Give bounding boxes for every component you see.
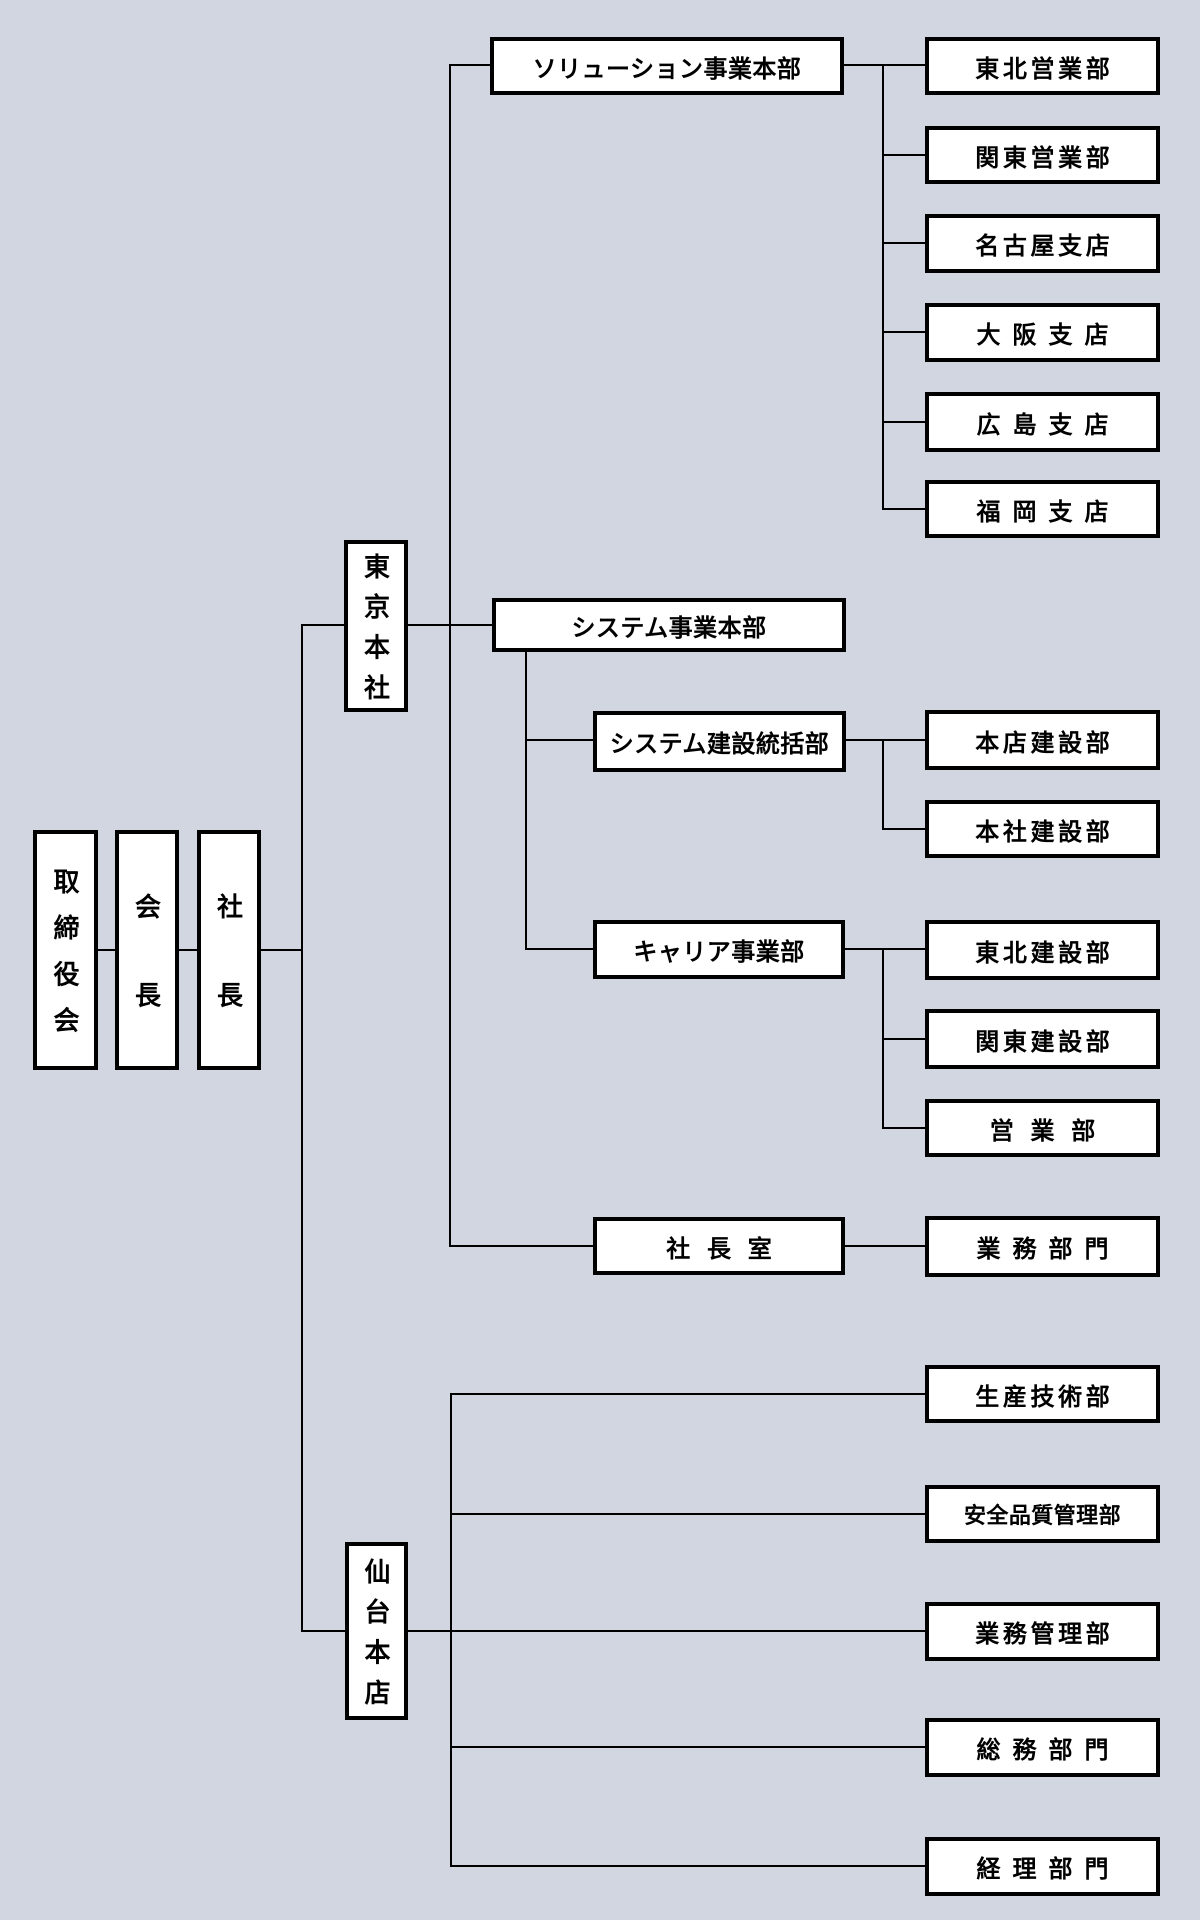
node-tokyo-head-office: 東京本社 [344, 540, 408, 714]
node-honten-construction-dept: 本店建設部 [925, 710, 1160, 770]
node-president: 社長 [197, 830, 261, 1070]
node-somu-bumon: 総務部門 [925, 1718, 1160, 1777]
connector-line [882, 739, 884, 830]
connector-line [882, 154, 925, 156]
connector-line [844, 64, 925, 66]
node-fukuoka-branch: 福岡支店 [925, 480, 1160, 538]
connector-line [449, 64, 490, 66]
connector-line [301, 624, 344, 626]
connector-line [844, 739, 925, 741]
connector-line [261, 949, 303, 951]
connector-line [882, 508, 925, 510]
node-gyomu-bumon: 業務部門 [925, 1216, 1160, 1277]
node-keiri-bumon: 経理部門 [925, 1837, 1160, 1896]
connector-line [179, 949, 197, 951]
connector-line [449, 64, 451, 1247]
connector-line [301, 1630, 345, 1632]
node-seisan-gijutsu-dept: 生産技術部 [925, 1365, 1160, 1423]
connector-line [882, 421, 925, 423]
connector-line [525, 650, 527, 950]
connector-line [843, 1245, 925, 1247]
connector-line [450, 1746, 925, 1748]
node-hiroshima-branch: 広島支店 [925, 392, 1160, 452]
connector-line [843, 948, 925, 950]
node-tohoku-sales-dept: 東北営業部 [925, 37, 1160, 95]
node-tohoku-construction-dept: 東北建設部 [925, 920, 1160, 980]
node-sendai-head-branch: 仙台本店 [345, 1542, 408, 1720]
connector-line [882, 242, 925, 244]
connector-line [882, 1127, 925, 1129]
node-chairman: 会長 [115, 830, 179, 1070]
connector-line [301, 624, 303, 1632]
connector-line [882, 64, 884, 510]
node-solution-division: ソリューション事業本部 [490, 37, 844, 95]
connector-line [525, 739, 593, 741]
connector-line [525, 948, 593, 950]
connector-line [450, 1393, 452, 1867]
node-system-construction-control-dept: システム建設統括部 [593, 711, 846, 772]
node-president-office: 社長室 [593, 1217, 845, 1275]
node-system-division: システム事業本部 [492, 598, 846, 652]
node-board-of-directors: 取締役会 [33, 830, 98, 1070]
node-kanto-construction-dept: 関東建設部 [925, 1009, 1160, 1069]
node-nagoya-branch: 名古屋支店 [925, 214, 1160, 273]
node-osaka-branch: 大阪支店 [925, 303, 1160, 362]
connector-line [450, 1393, 925, 1395]
node-sales-dept: 営業部 [925, 1099, 1160, 1157]
connector-line [408, 1630, 925, 1632]
connector-line [882, 828, 925, 830]
node-kanto-sales-dept: 関東営業部 [925, 126, 1160, 184]
connector-line [98, 949, 115, 951]
connector-line [449, 1245, 593, 1247]
node-career-division: キャリア事業部 [593, 920, 845, 979]
connector-line [882, 1038, 925, 1040]
node-anzen-hinshitsu-kanri-dept: 安全品質管理部 [925, 1485, 1160, 1543]
node-honsha-construction-dept: 本社建設部 [925, 800, 1160, 858]
connector-line [882, 331, 925, 333]
connector-line [450, 1865, 925, 1867]
node-gyomu-kanri-dept: 業務管理部 [925, 1602, 1160, 1661]
connector-line [450, 1513, 925, 1515]
